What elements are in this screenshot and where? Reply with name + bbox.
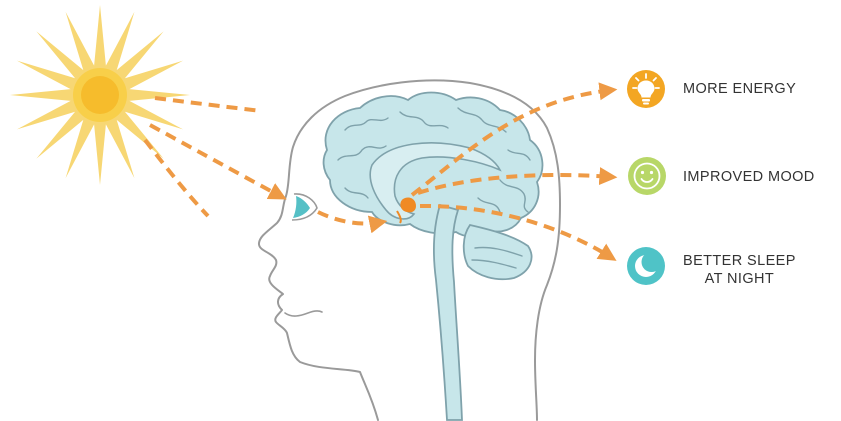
eye-icon: [292, 194, 317, 220]
ray-to-eye: [150, 125, 282, 197]
benefit-label-mood: IMPROVED MOOD: [683, 168, 815, 186]
lightbulb-icon: [627, 70, 665, 108]
benefit-more-energy: MORE ENERGY: [683, 80, 796, 98]
benefit-improved-mood: IMPROVED MOOD: [683, 168, 815, 186]
benefit-better-sleep: BETTER SLEEP AT NIGHT: [683, 252, 796, 288]
benefit-label-energy: MORE ENERGY: [683, 80, 796, 98]
sun-icon: [10, 5, 190, 185]
benefit-label-sleep-line2: AT NIGHT: [705, 270, 775, 288]
benefit-label-sleep-line1: BETTER SLEEP: [683, 252, 796, 270]
moon-icon: [627, 247, 665, 285]
smiley-icon: [628, 157, 666, 195]
ray-to-head: [155, 98, 262, 111]
